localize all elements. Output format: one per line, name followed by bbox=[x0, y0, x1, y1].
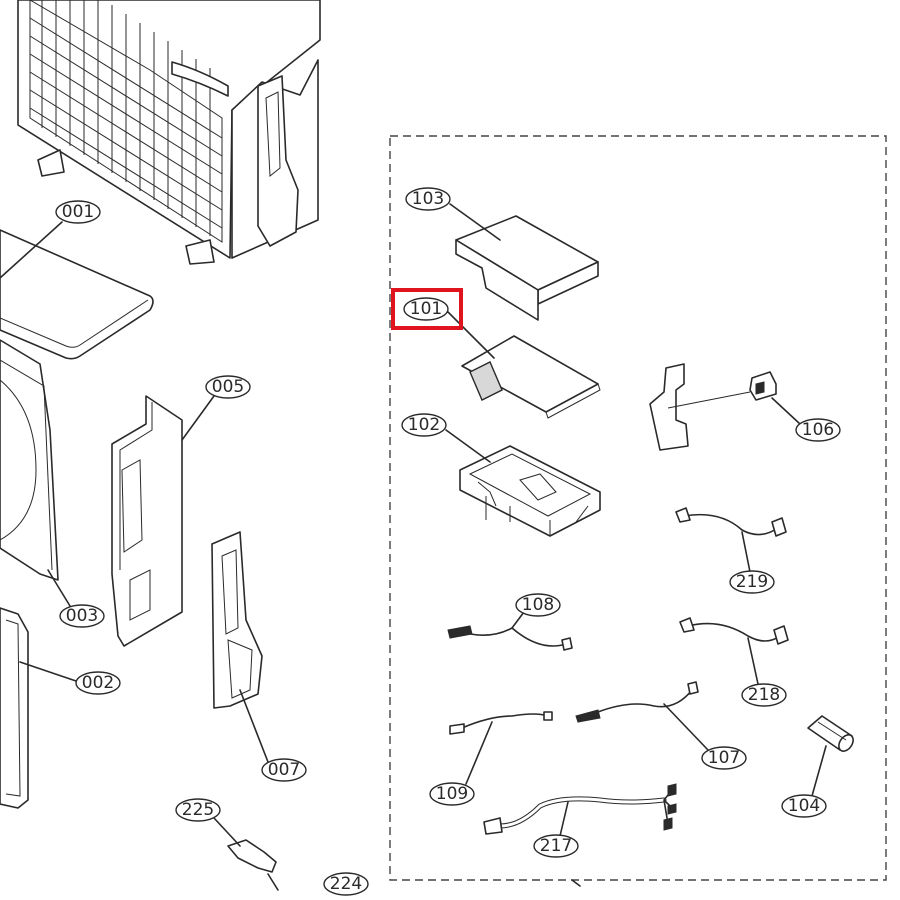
callout-107: 107 bbox=[701, 746, 747, 770]
wire-bundle-part-217 bbox=[483, 783, 677, 835]
callout-109: 109 bbox=[429, 782, 475, 806]
callout-005: 005 bbox=[205, 375, 251, 399]
svg-text:007: 007 bbox=[268, 760, 300, 780]
svg-text:107: 107 bbox=[708, 748, 740, 768]
svg-text:108: 108 bbox=[522, 595, 554, 615]
callout-217: 217 bbox=[533, 834, 579, 858]
svg-text:102: 102 bbox=[408, 415, 440, 435]
svg-text:106: 106 bbox=[802, 420, 834, 440]
callout-003: 003 bbox=[59, 604, 105, 628]
callout-224: 224 bbox=[323, 872, 369, 896]
sensor-part-108 bbox=[447, 625, 573, 651]
svg-text:003: 003 bbox=[66, 606, 98, 626]
callout-101: 101 bbox=[403, 297, 449, 321]
svg-text:225: 225 bbox=[182, 800, 214, 820]
outdoor-unit-housing bbox=[17, 0, 321, 265]
front-panel-part-002 bbox=[0, 607, 29, 809]
callout-007: 007 bbox=[261, 758, 307, 782]
callout-108: 108 bbox=[515, 593, 561, 617]
harness-part-218 bbox=[679, 617, 789, 645]
fan-panel-part-003 bbox=[0, 339, 59, 581]
svg-text:224: 224 bbox=[330, 874, 362, 894]
callout-104: 104 bbox=[781, 794, 827, 818]
sensor-part-109 bbox=[449, 711, 553, 735]
highlight-box-101 bbox=[391, 288, 463, 330]
svg-text:219: 219 bbox=[736, 572, 768, 592]
side-panel-part-005 bbox=[111, 395, 183, 647]
fuse-part-104 bbox=[807, 715, 854, 752]
bracket-part-225 bbox=[227, 839, 277, 873]
callout-219: 219 bbox=[729, 570, 775, 594]
callout-106: 106 bbox=[795, 418, 841, 442]
top-cover-part-001 bbox=[0, 229, 154, 360]
svg-text:001: 001 bbox=[62, 202, 94, 222]
handle-panel-part-007 bbox=[211, 531, 263, 709]
callout-225: 225 bbox=[175, 798, 221, 822]
terminal-part-106 bbox=[649, 363, 777, 451]
svg-text:103: 103 bbox=[412, 189, 444, 209]
callout-102: 102 bbox=[401, 413, 447, 437]
callout-002: 002 bbox=[75, 671, 121, 695]
svg-text:002: 002 bbox=[82, 673, 114, 693]
svg-text:217: 217 bbox=[540, 836, 572, 856]
sensor-part-107 bbox=[575, 681, 699, 723]
svg-text:104: 104 bbox=[788, 796, 820, 816]
callout-103: 103 bbox=[405, 187, 451, 211]
cover-part-103 bbox=[455, 215, 599, 321]
svg-text:005: 005 bbox=[212, 377, 244, 397]
svg-text:218: 218 bbox=[748, 685, 780, 705]
electrical-box-part-102 bbox=[459, 445, 601, 537]
svg-text:101: 101 bbox=[410, 299, 442, 319]
electrical-parts-group-box bbox=[389, 135, 887, 881]
pcb-part-101 bbox=[461, 335, 601, 419]
harness-part-219 bbox=[675, 507, 787, 537]
callout-218: 218 bbox=[741, 683, 787, 707]
svg-text:109: 109 bbox=[436, 784, 468, 804]
callout-001: 001 bbox=[55, 200, 101, 224]
